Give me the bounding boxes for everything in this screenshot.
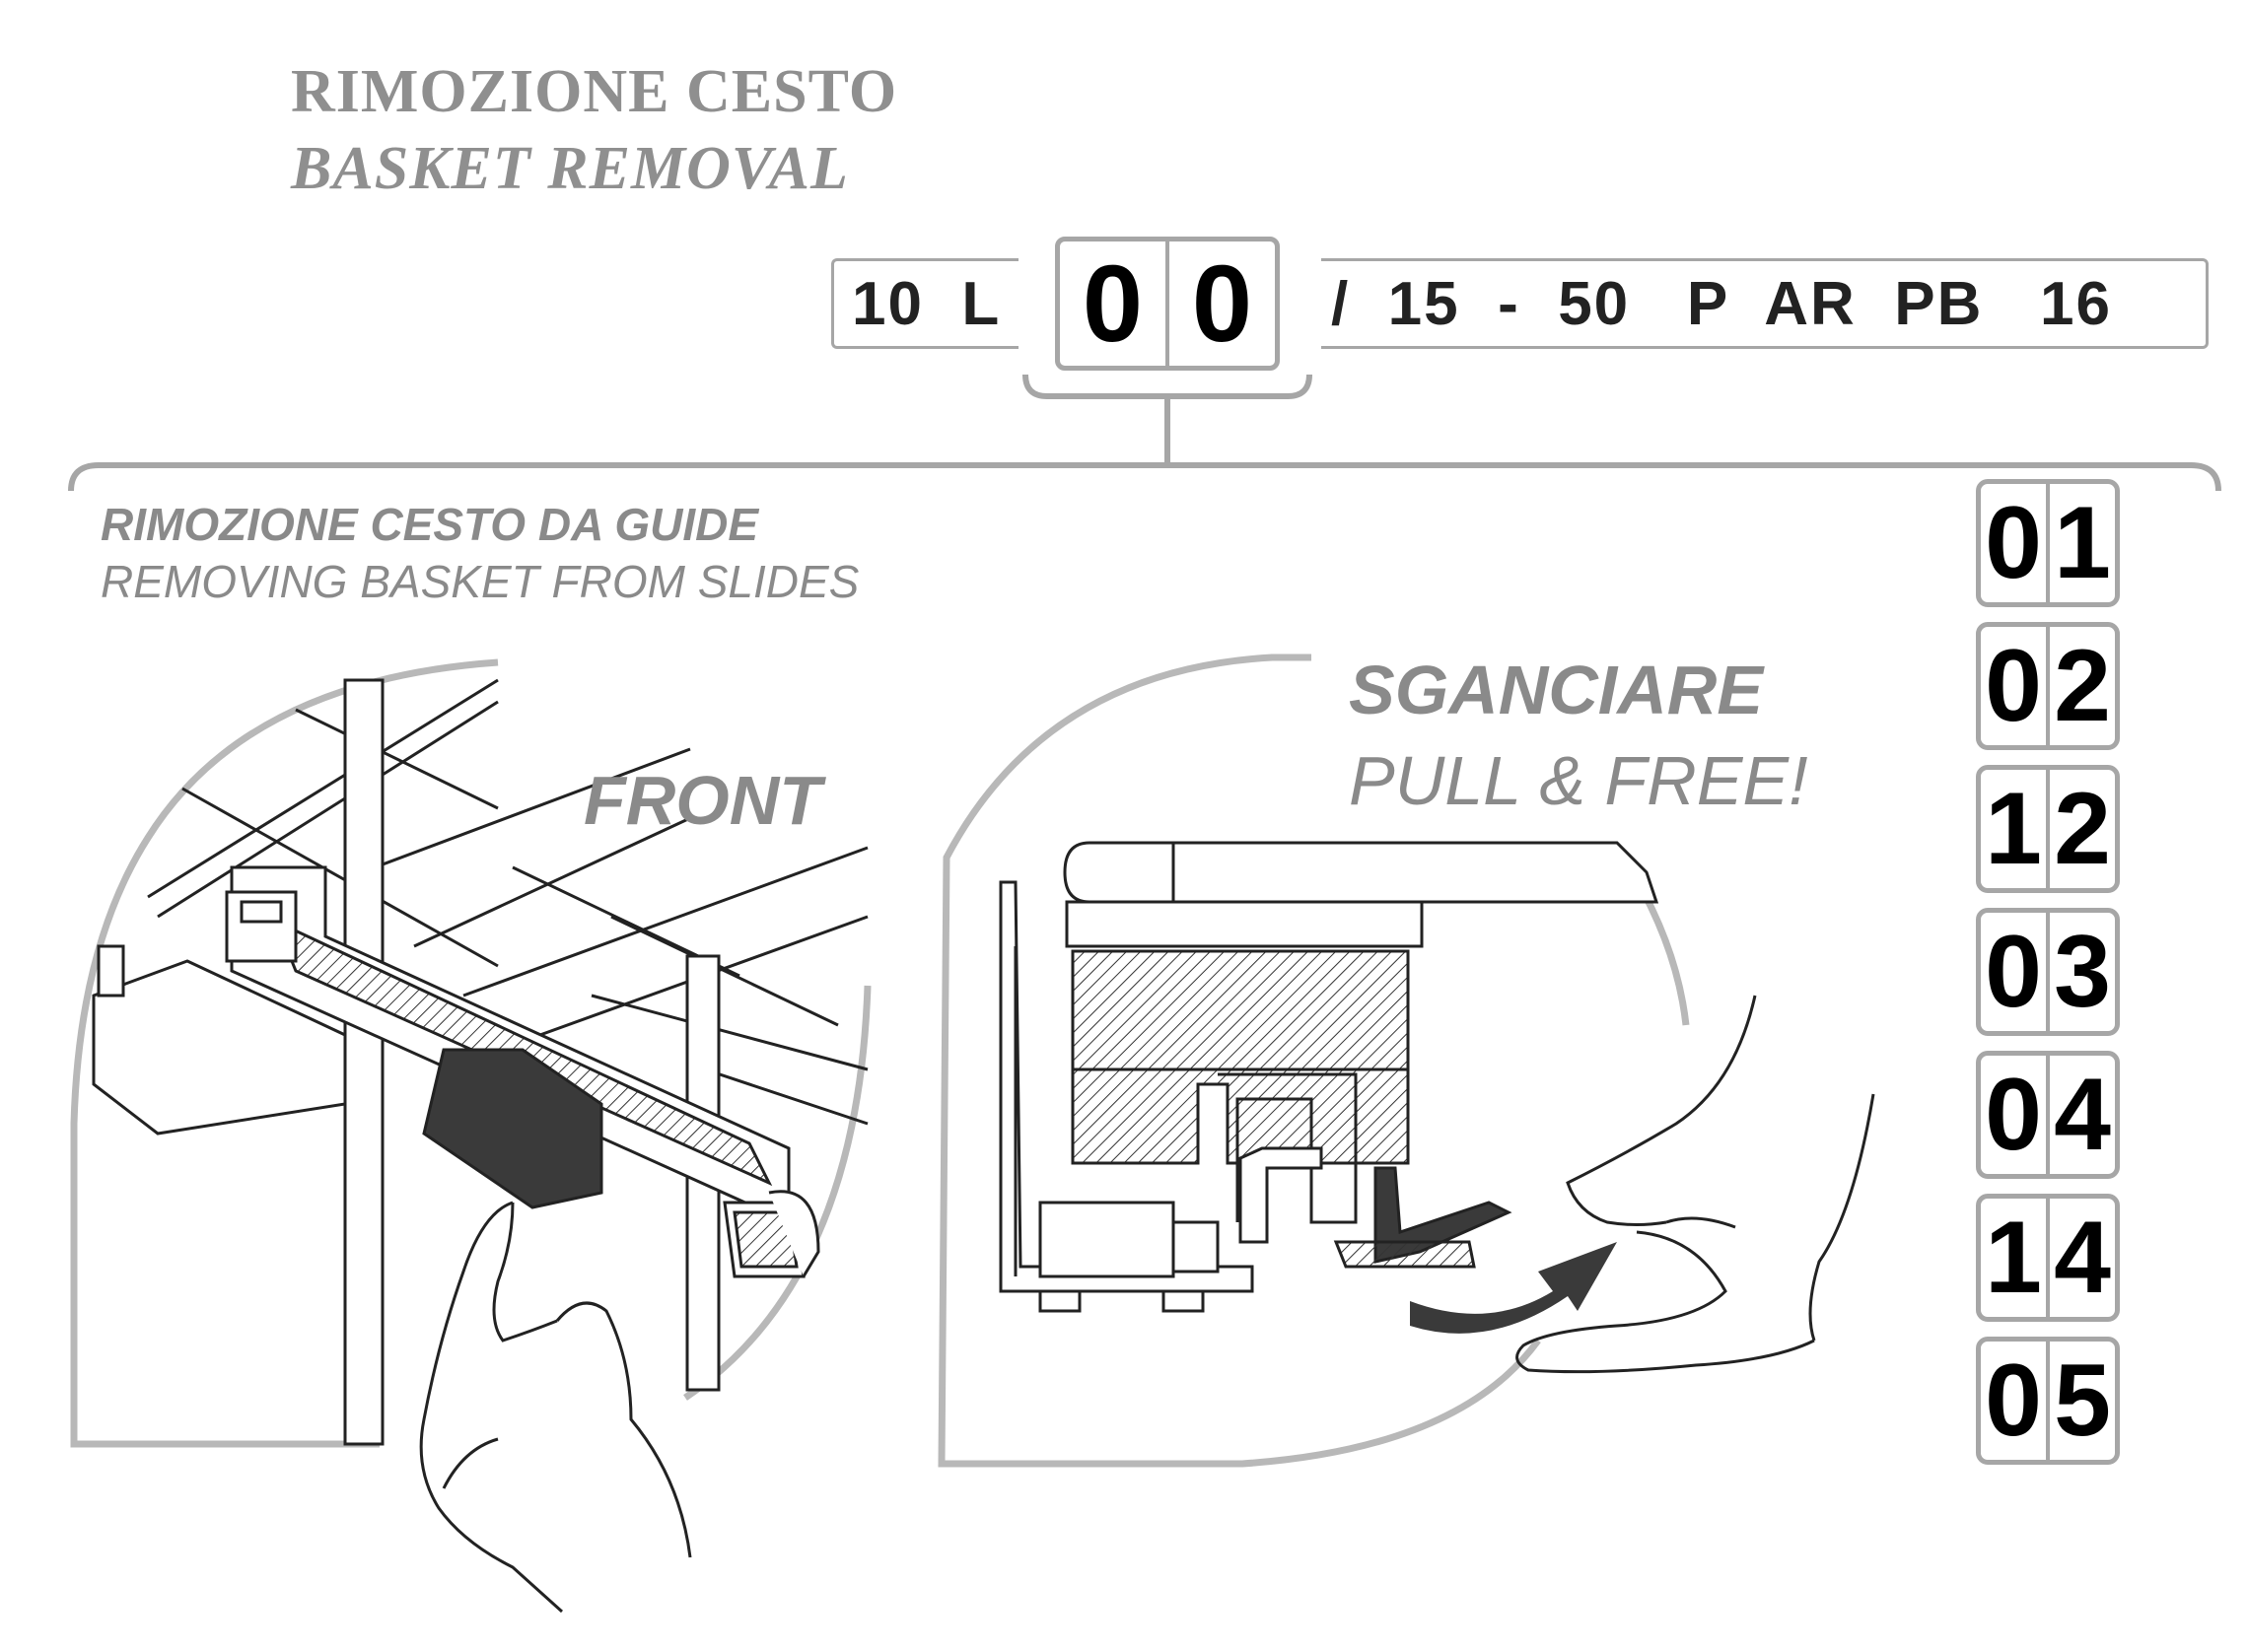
action-label-italian: SGANCIARE [1349,652,1764,728]
code-bracket [1022,374,1312,399]
front-label: FRONT [584,762,822,839]
variant-digit: 0 [1985,486,2042,600]
variant-digit: 2 [2046,770,2115,888]
section-title-english: REMOVING BASKET FROM SLIDES [101,556,860,607]
variant-code: 1 4 [1976,1194,2120,1322]
variant-digit: 4 [2046,1056,2115,1174]
left-panel-drawing [92,678,869,1614]
variant-code: 0 1 [1976,479,2120,607]
variant-digit: 0 [1985,1343,2042,1458]
variant-digit: 0 [1985,1058,2042,1172]
variant-code: 1 2 [1976,765,2120,893]
variant-code: 0 3 [1976,908,2120,1036]
variant-digit: 1 [2046,484,2115,602]
right-panel-drawing [999,841,1875,1374]
section-bracket [68,462,2221,492]
variant-digit: 3 [2046,913,2115,1031]
product-code-prefix-text: 10 L [852,269,1002,338]
variant-digit: 0 [1985,629,2042,743]
section-title-italian: RIMOZIONE CESTO DA GUIDE [101,499,759,550]
variant-code: 0 5 [1976,1337,2120,1465]
product-code-digit-2: 0 [1165,241,1275,366]
variant-code-list: 0 1 0 2 1 2 0 3 0 4 1 4 0 5 [1976,479,2120,1480]
variant-digit: 0 [1985,915,2042,1029]
title-english: BASKET REMOVAL [291,135,849,202]
variant-digit: 1 [1985,772,2042,886]
title-italian: RIMOZIONE CESTO [291,58,898,125]
variant-digit: 1 [1985,1201,2042,1315]
product-code-suffix: / 15 - 50 P AR PB 16 [1321,258,2209,349]
variant-digit: 2 [2046,627,2115,745]
variant-digit: 4 [2046,1199,2115,1317]
variant-code: 0 2 [1976,622,2120,750]
product-code-prefix: 10 L [831,258,1019,349]
product-code-digit-1: 0 [1082,242,1144,365]
product-code-suffix-text: / 15 - 50 P AR PB 16 [1331,269,2112,338]
variant-digit: 5 [2046,1342,2115,1460]
variant-code: 0 4 [1976,1051,2120,1179]
product-code-highlight: 0 0 [1055,237,1280,371]
action-label-english: PULL & FREE! [1349,742,1808,819]
